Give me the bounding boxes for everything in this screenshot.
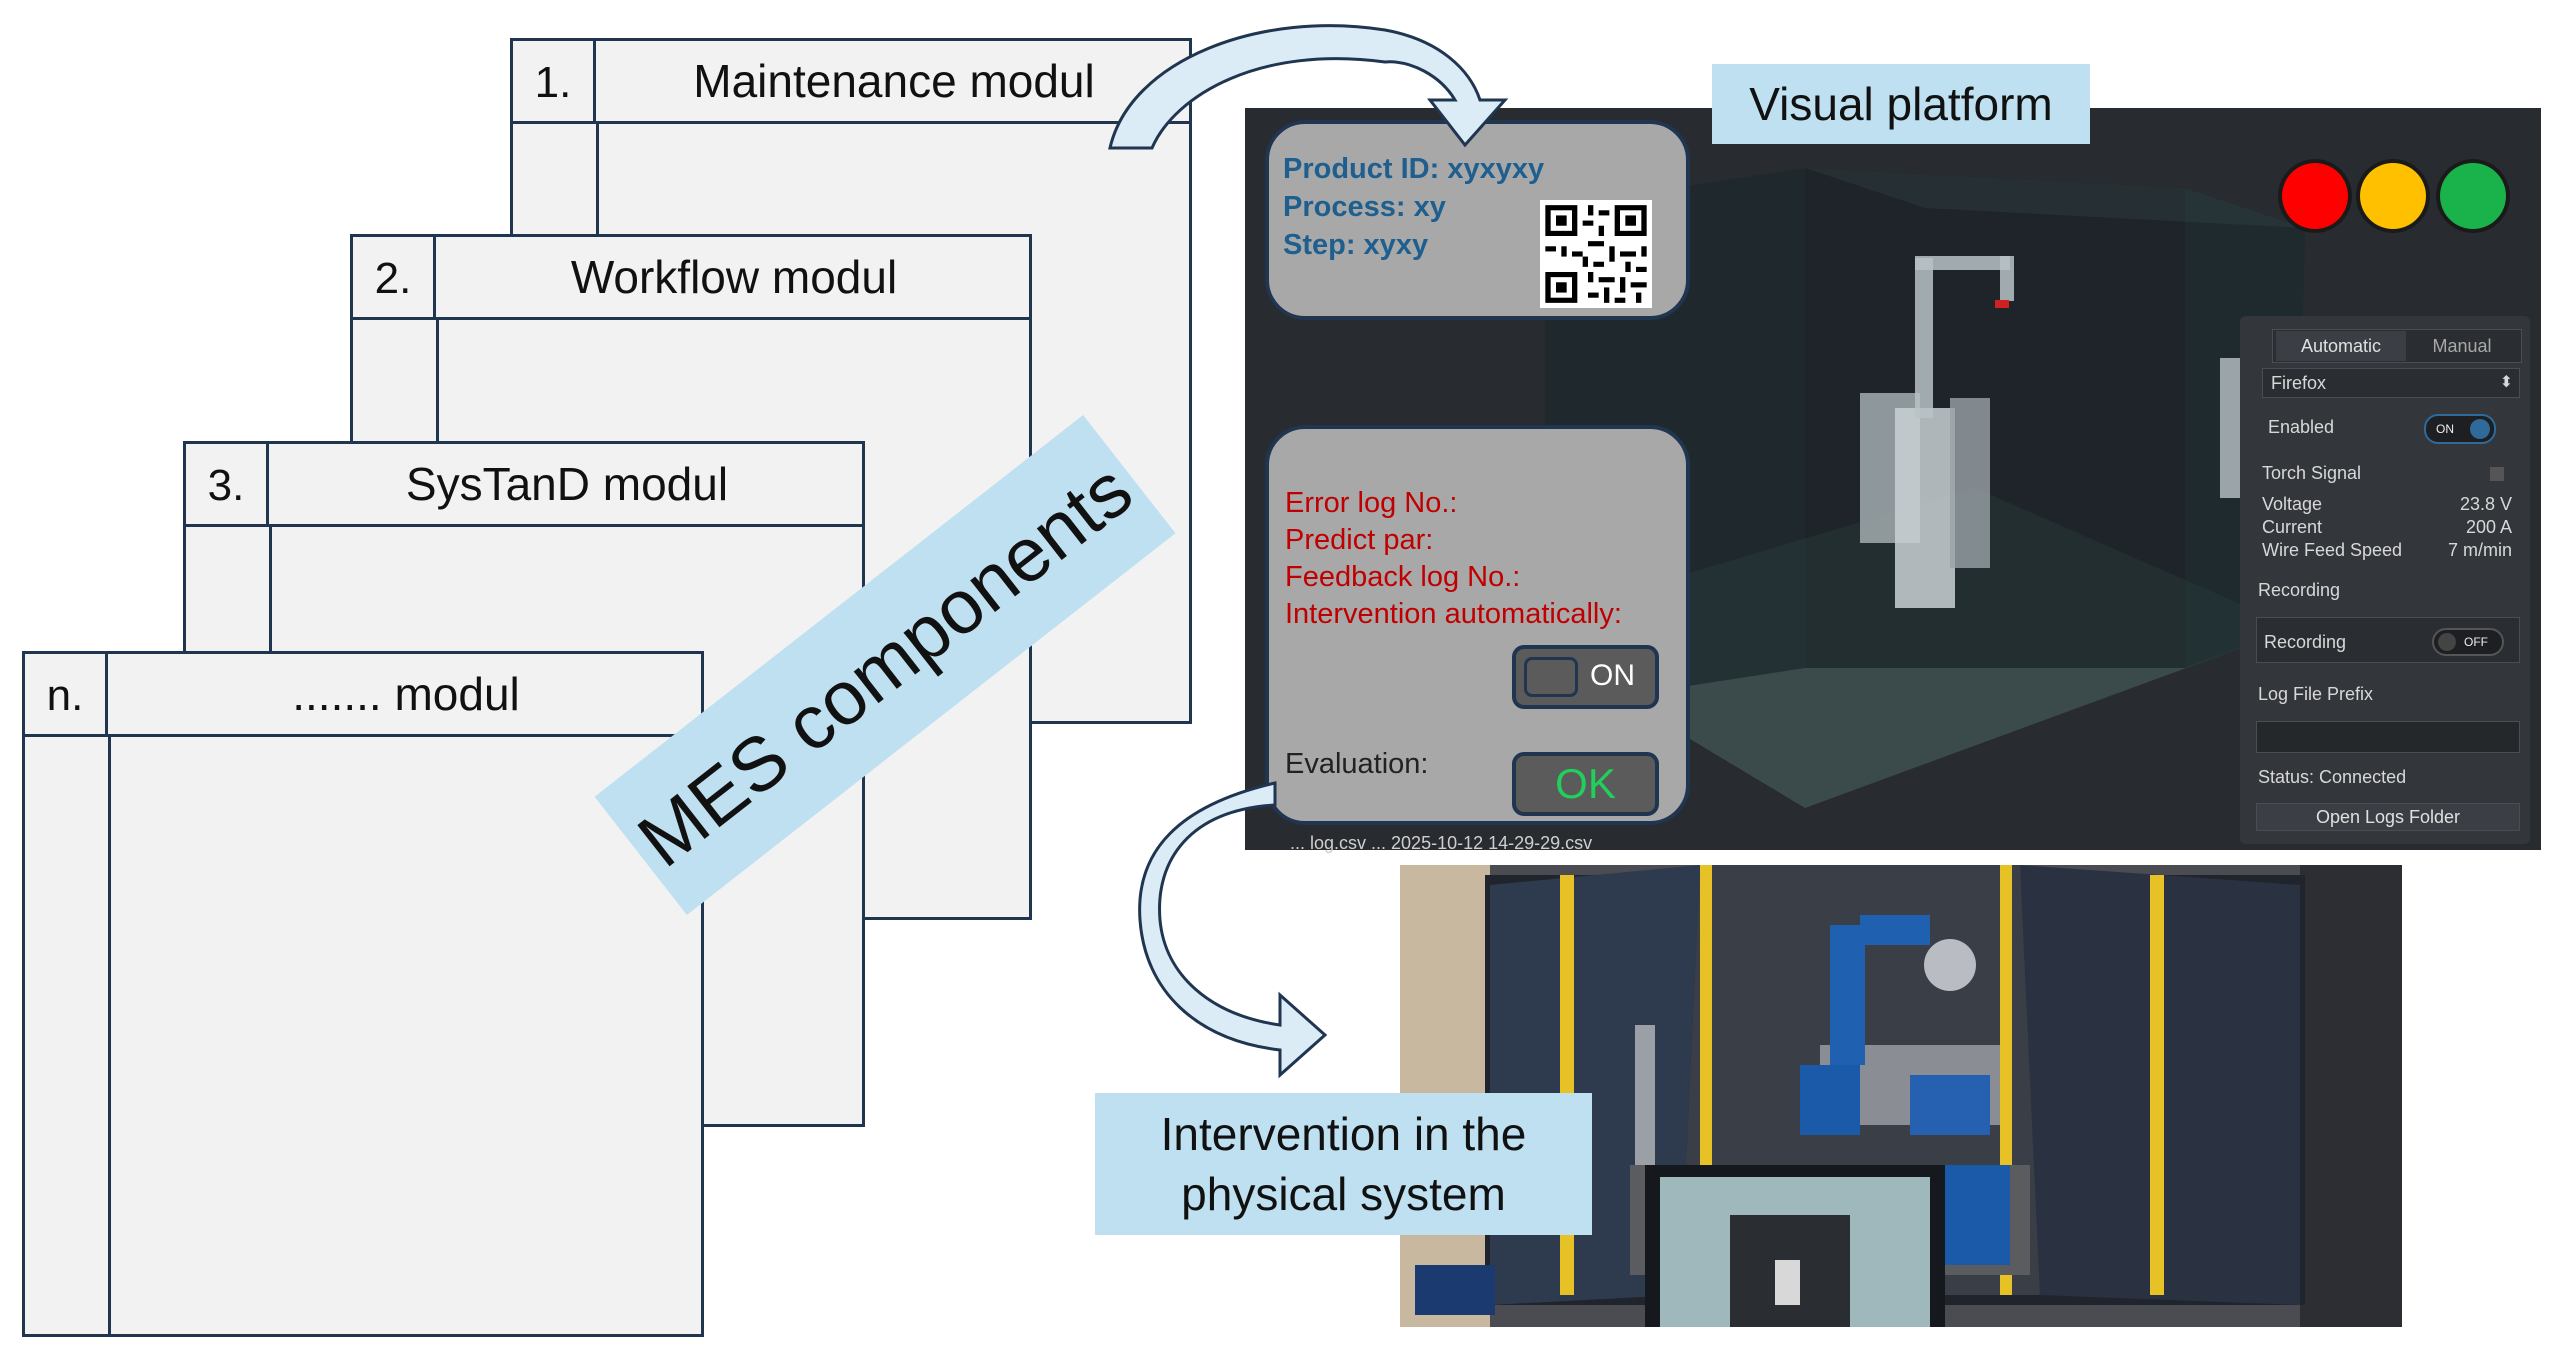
voltage-label: Voltage: [2262, 494, 2323, 514]
toggle-label: ON: [1590, 659, 1635, 692]
control-panel: [2240, 316, 2530, 844]
recording-toggle[interactable]: OFF: [2432, 628, 2504, 656]
open-logs-label: Open Logs Folder: [2315, 807, 2461, 827]
visual-platform-label: Visual platform: [1712, 64, 2090, 144]
module-sheet-n: n. ....... modul: [22, 651, 704, 1337]
tab-automatic[interactable]: Automatic: [2276, 331, 2406, 361]
predict-par-label: Predict par:: [1285, 524, 1434, 556]
yellow-status-light: [2360, 163, 2426, 229]
module-number: 1.: [513, 41, 596, 124]
module-number: n.: [25, 654, 108, 737]
module-divider: [108, 734, 111, 1334]
wire-feed-label: Wire Feed Speed: [2262, 540, 2403, 560]
open-logs-button[interactable]: Open Logs Folder: [2256, 803, 2520, 831]
recording-toggle-text: OFF: [2464, 635, 2488, 649]
module-header: [513, 41, 1189, 124]
evaluation-label: Evaluation:: [1285, 748, 1429, 780]
toggle-knob: [2438, 633, 2456, 651]
voltage-value: 23.8 V: [2459, 494, 2512, 514]
torch-signal-indicator: [2490, 467, 2504, 481]
enabled-label: Enabled: [2268, 417, 2335, 437]
intervention-label-line1: Intervention in the: [1160, 1108, 1527, 1160]
qr-code-icon: [1540, 200, 1652, 308]
module-title: Workflow modul: [570, 251, 898, 303]
error-log-label: Error log No.:: [1285, 487, 1458, 519]
log-csv-filename: ... log.csv ... 2025-10-12 14-29-29.csv: [1290, 833, 1593, 853]
feedback-log-label: Feedback log No.:: [1285, 561, 1521, 593]
intervention-auto-label: Intervention automatically:: [1285, 598, 1622, 630]
browser-select[interactable]: Firefox ⬍: [2262, 368, 2520, 398]
wire-feed-value: 7 m/min: [2447, 540, 2512, 560]
intervention-label-line2: physical system: [1181, 1168, 1506, 1220]
evaluation-ok-indicator: OK: [1512, 752, 1659, 816]
module-header: [353, 237, 1029, 320]
module-title: SysTanD modul: [405, 458, 729, 510]
product-id: Product ID: xyxyxy: [1283, 153, 1545, 185]
torch-signal-label: Torch Signal: [2262, 463, 2362, 483]
log-prefix-input[interactable]: [2256, 721, 2520, 753]
step-text: Step: xyxy: [1283, 229, 1429, 261]
current-label: Current: [2262, 517, 2323, 537]
enabled-toggle-text: ON: [2436, 422, 2454, 436]
recording-section-label: Recording: [2258, 580, 2341, 600]
module-header: [25, 654, 701, 737]
tab-manual[interactable]: Manual: [2432, 335, 2492, 356]
toggle-knob: [2470, 419, 2490, 439]
connection-status: Status: Connected: [2258, 767, 2407, 787]
current-value: 200 A: [2465, 517, 2512, 537]
green-status-light: [2440, 163, 2506, 229]
log-prefix-label: Log File Prefix: [2258, 684, 2374, 704]
red-status-light: [2282, 163, 2348, 229]
module-title: ....... modul: [292, 668, 520, 720]
chevron-updown-icon: ⬍: [2499, 374, 2513, 391]
module-number: 3.: [186, 444, 269, 527]
intervention-toggle[interactable]: ON: [1512, 645, 1659, 709]
browser-select-value: Firefox: [2271, 373, 2327, 393]
module-title: Maintenance modul: [693, 55, 1095, 107]
enabled-toggle[interactable]: ON: [2424, 414, 2496, 444]
intervention-physical-label: Intervention in the physical system: [1095, 1093, 1592, 1235]
recording-label: Recording: [2264, 632, 2347, 652]
process-text: Process: xy: [1283, 191, 1446, 223]
module-number: 2.: [353, 237, 436, 320]
toggle-knob: [1524, 657, 1578, 697]
module-header: [186, 444, 862, 527]
